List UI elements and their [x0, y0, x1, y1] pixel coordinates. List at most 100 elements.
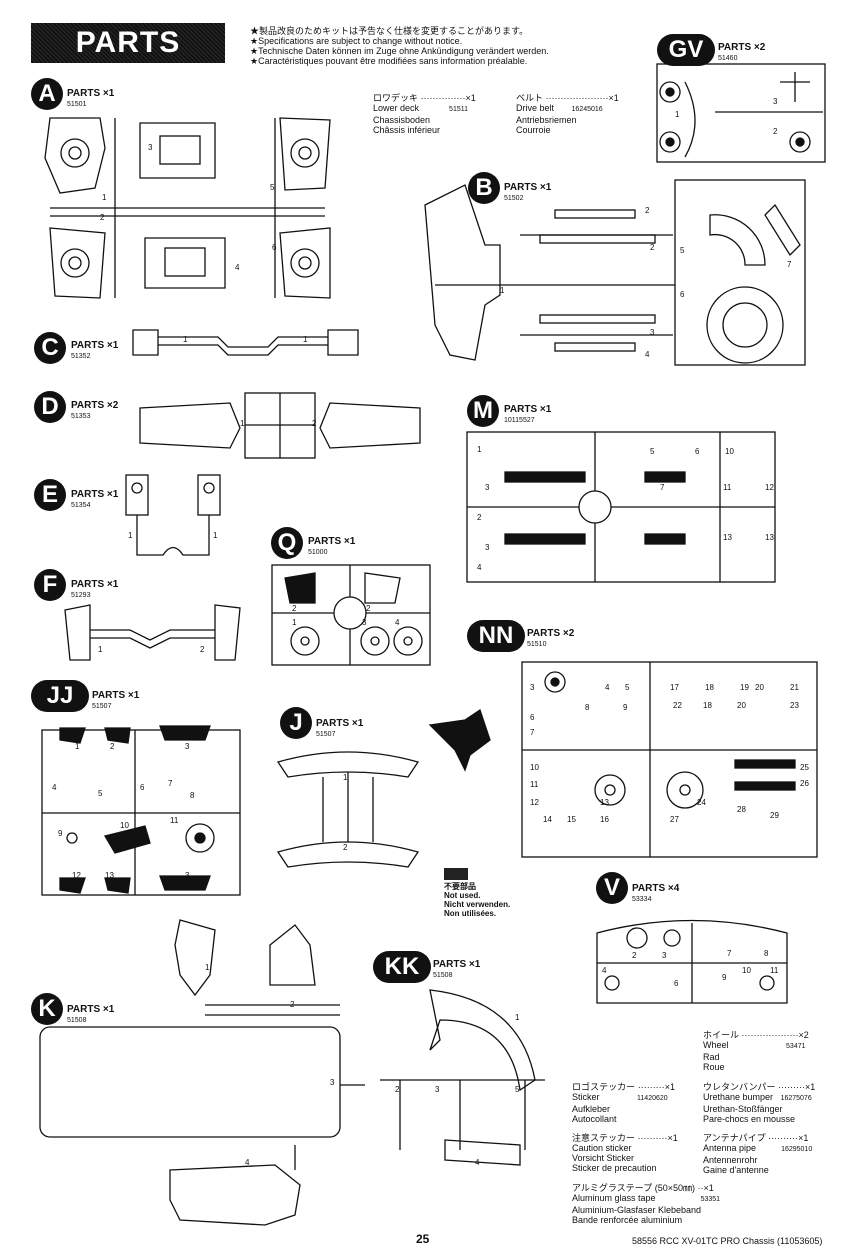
- parts-j-badge: J: [280, 707, 312, 739]
- svg-text:3: 3: [485, 483, 490, 492]
- svg-text:4: 4: [395, 618, 400, 627]
- svg-text:4: 4: [477, 563, 482, 572]
- svg-text:1: 1: [102, 193, 107, 202]
- accessory-antenna: アンテナパイプ ··········×1 Antenna pipe 162950…: [703, 1133, 813, 1175]
- svg-text:2: 2: [110, 742, 115, 751]
- svg-text:3: 3: [773, 97, 778, 106]
- svg-text:9: 9: [722, 973, 727, 982]
- svg-text:6: 6: [695, 447, 700, 456]
- svg-text:11: 11: [723, 483, 732, 492]
- svg-text:6: 6: [680, 290, 685, 299]
- svg-text:5: 5: [515, 1085, 520, 1094]
- parts-gv-badge: GV: [657, 34, 715, 66]
- drive-belt-block: ベルト ·····················×1 Drive belt 1…: [516, 93, 619, 135]
- svg-text:2: 2: [395, 1085, 400, 1094]
- parts-kk-badge: KK: [373, 951, 431, 983]
- parts-v-badge: V: [596, 872, 628, 904]
- svg-text:2: 2: [477, 513, 482, 522]
- svg-text:1: 1: [98, 645, 103, 654]
- svg-text:28: 28: [737, 805, 746, 814]
- svg-text:4: 4: [52, 783, 57, 792]
- svg-text:10: 10: [120, 821, 129, 830]
- svg-text:17: 17: [670, 683, 679, 692]
- svg-text:3: 3: [530, 683, 535, 692]
- svg-text:5: 5: [98, 789, 103, 798]
- accessory-caution: 注意ステッカー ··········×1 Caution sticker Vor…: [572, 1133, 678, 1173]
- svg-text:3: 3: [435, 1085, 440, 1094]
- svg-text:1: 1: [303, 335, 308, 344]
- svg-text:2: 2: [632, 951, 637, 960]
- svg-text:26: 26: [800, 779, 809, 788]
- svg-text:7: 7: [727, 949, 732, 958]
- notice-jp: ★製品改良のためキットは予告なく仕様を変更することがあります。: [250, 26, 529, 36]
- page-title-banner: PARTS: [31, 23, 225, 63]
- svg-text:4: 4: [235, 263, 240, 272]
- parts-q-badge: Q: [271, 527, 303, 559]
- svg-text:2: 2: [200, 645, 205, 654]
- svg-text:1: 1: [675, 110, 680, 119]
- svg-text:1: 1: [500, 286, 505, 295]
- svg-text:29: 29: [770, 811, 779, 820]
- svg-text:3: 3: [662, 951, 667, 960]
- svg-text:7: 7: [168, 779, 173, 788]
- parts-b-sprue: 122 345 67: [424, 179, 806, 366]
- notice-en: ★Specifications are subject to change wi…: [250, 36, 463, 46]
- document-code: 58556 RCC XV-01TC PRO Chassis (11053605): [632, 1236, 823, 1246]
- svg-text:24: 24: [697, 798, 706, 807]
- svg-text:12: 12: [765, 483, 774, 492]
- svg-text:3: 3: [330, 1078, 335, 1087]
- svg-text:13: 13: [723, 533, 732, 542]
- svg-text:3: 3: [650, 328, 655, 337]
- parts-b-badge: B: [468, 172, 500, 204]
- svg-text:2: 2: [773, 127, 778, 136]
- svg-text:23: 23: [790, 701, 799, 710]
- parts-j-sprue: 12: [276, 751, 420, 868]
- svg-text:7: 7: [660, 483, 665, 492]
- svg-text:6: 6: [272, 243, 277, 252]
- svg-text:5: 5: [680, 246, 685, 255]
- not-used-swatch: [444, 868, 468, 880]
- svg-text:11: 11: [170, 816, 179, 825]
- svg-text:18: 18: [703, 701, 712, 710]
- svg-text:8: 8: [190, 791, 195, 800]
- svg-text:3: 3: [185, 871, 190, 880]
- svg-text:4: 4: [645, 350, 650, 359]
- parts-a-sprue: 123 456: [44, 117, 331, 299]
- svg-text:12: 12: [530, 798, 539, 807]
- svg-text:6: 6: [674, 979, 679, 988]
- svg-text:9: 9: [623, 703, 628, 712]
- parts-m-badge: M: [467, 395, 499, 427]
- svg-text:2: 2: [343, 843, 348, 852]
- accessory-bumper: ウレタンバンパー ·········×1 Urethane bumper 162…: [703, 1082, 816, 1124]
- svg-text:10: 10: [725, 447, 734, 456]
- svg-text:11: 11: [530, 780, 539, 789]
- svg-text:10: 10: [530, 763, 539, 772]
- svg-text:2: 2: [290, 1000, 295, 1009]
- svg-text:19: 19: [740, 683, 749, 692]
- svg-text:6: 6: [140, 783, 145, 792]
- svg-text:2: 2: [645, 206, 650, 215]
- svg-text:5: 5: [625, 683, 630, 692]
- svg-text:1: 1: [128, 531, 133, 540]
- not-used-legend: 不要部品 Not used. Nicht verwenden. Non util…: [444, 882, 511, 918]
- svg-text:3: 3: [485, 543, 490, 552]
